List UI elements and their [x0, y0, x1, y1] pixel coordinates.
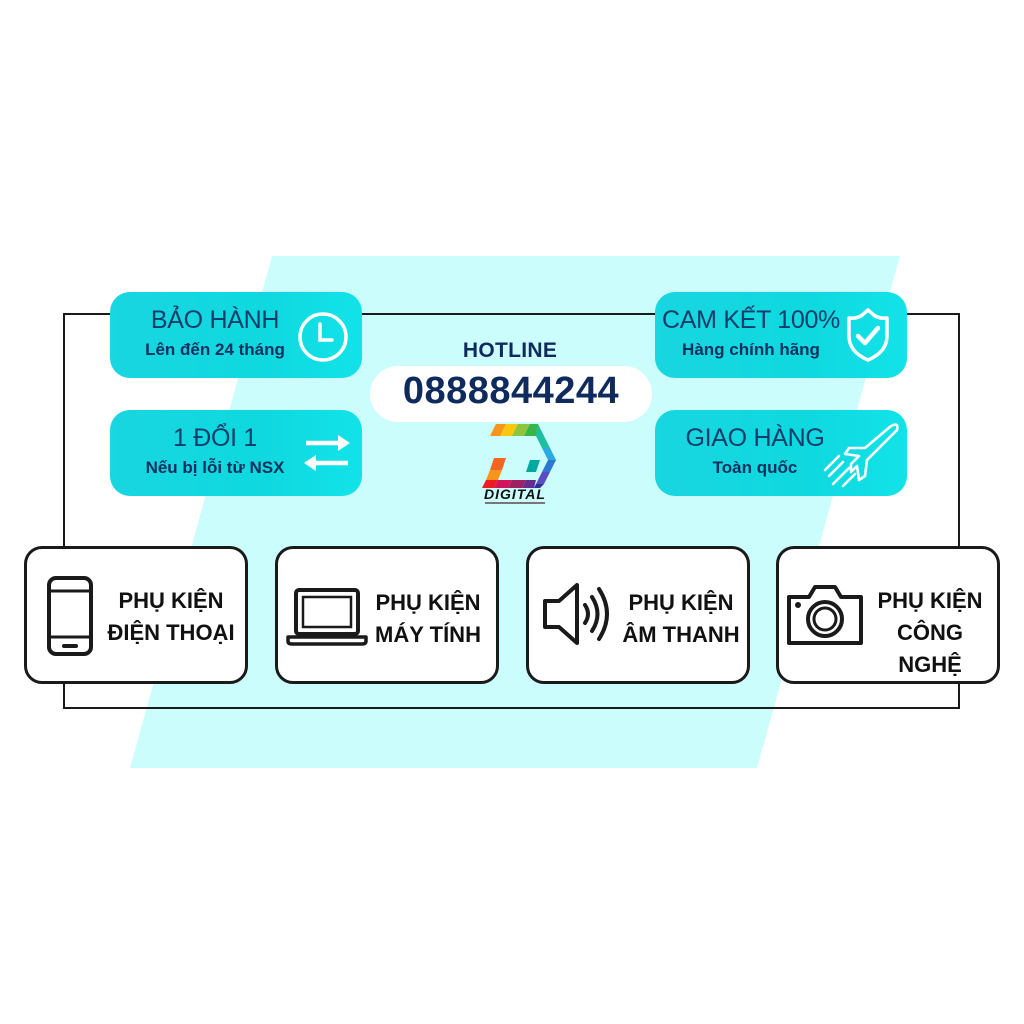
hotline-label: HOTLINE: [462, 339, 558, 362]
feature-title: BẢO HÀNH: [150, 306, 280, 334]
content-frame: [63, 313, 960, 709]
category-label: PHỤ KIỆN ĐIỆN THOẠI: [99, 585, 243, 649]
clock-icon: [298, 312, 348, 362]
hotline-number[interactable]: 0888844244: [402, 370, 620, 412]
category-line1: PHỤ KIỆN: [628, 590, 734, 615]
feature-subtitle: Toàn quốc: [712, 458, 798, 477]
feature-title: GIAO HÀNG: [685, 424, 825, 452]
feature-exchange: 1 ĐỔI 1 Nếu bị lỗi từ NSX: [110, 410, 362, 496]
category-line2: CÔNG NGHỆ: [897, 620, 963, 677]
feature-subtitle: Lên đến 24 tháng: [145, 340, 285, 359]
shield-check-icon: [847, 308, 889, 362]
category-line2: MÁY TÍNH: [375, 622, 481, 647]
feature-warranty: BẢO HÀNH Lên đến 24 tháng: [110, 292, 362, 378]
brand-name: DIGITAL: [484, 486, 546, 502]
exchange-arrows-icon: [304, 435, 350, 471]
category-line2: ĐIỆN THOẠI: [107, 620, 235, 645]
speaker-icon: [543, 583, 609, 645]
category-computer-accessories[interactable]: PHỤ KIỆN MÁY TÍNH: [275, 546, 499, 684]
laptop-icon: [286, 588, 368, 646]
smartphone-icon: [47, 576, 93, 656]
category-label: PHỤ KIỆN CÔNG NGHỆ: [863, 585, 997, 681]
feature-title: 1 ĐỔI 1: [172, 424, 258, 452]
category-line1: PHỤ KIỆN: [118, 588, 224, 613]
category-line1: PHỤ KIỆN: [375, 590, 481, 615]
feature-subtitle: Nếu bị lỗi từ NSX: [145, 458, 285, 477]
brand-tagline-mark: [485, 502, 545, 504]
category-phone-accessories[interactable]: PHỤ KIỆN ĐIỆN THOẠI: [24, 546, 248, 684]
feature-title: CAM KẾT 100%: [662, 306, 840, 334]
category-line2: ÂM THANH: [622, 622, 740, 647]
airplane-icon: [823, 423, 899, 488]
category-label: PHỤ KIỆN MÁY TÍNH: [366, 587, 490, 651]
camera-icon: [787, 585, 863, 645]
colorful-d-logo: [482, 424, 556, 488]
feature-authentic: CAM KẾT 100% Hàng chính hãng: [655, 292, 907, 378]
category-audio-accessories[interactable]: PHỤ KIỆN ÂM THANH: [526, 546, 750, 684]
category-tech-accessories[interactable]: PHỤ KIỆN CÔNG NGHỆ: [776, 546, 1000, 684]
hotline-box: [370, 366, 652, 422]
feature-subtitle: Hàng chính hãng: [682, 340, 820, 359]
feature-shipping: GIAO HÀNG Toàn quốc: [655, 410, 907, 496]
category-label: PHỤ KIỆN ÂM THANH: [619, 587, 743, 651]
category-line1: PHỤ KIỆN: [877, 588, 983, 613]
